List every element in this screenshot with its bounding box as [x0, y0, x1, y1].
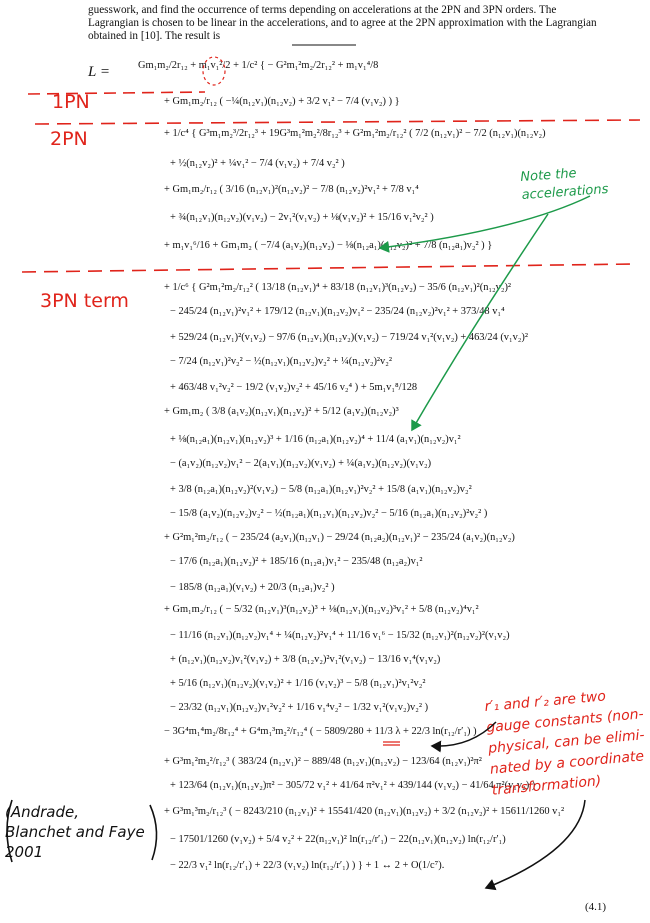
equation-line-18: + G²m₁²m₂/r₁₂ ( − 235/24 (a₂v₁)(n₁₂v₁) −…	[164, 532, 515, 543]
separator-2pn-3pn	[21, 263, 636, 273]
equation-line-24: + 5/16 (n₁₂v₁)(n₁₂v₂)(v₁v₂)² + 1/16 (v₁v…	[170, 678, 426, 689]
citation-line-3: 2001	[5, 843, 44, 861]
equation-line-13: + Gm₁m₂ ( 3/8 (a₁v₂)(n₁₂v₁)(n₁₂v₂)² + 5/…	[164, 406, 399, 417]
arrow-to-2pn-accel	[378, 195, 591, 253]
equation-line-29: + G³m₁³m₂/r₁₂³ ( − 8243/210 (n₁₂v₁)² + 1…	[164, 806, 565, 817]
equation-line-10: + 529/24 (n₁₂v₁)²(v₁v₂) − 97/6 (n₁₂v₁)(n…	[170, 332, 528, 343]
equation-line-28: + 123/64 (n₁₂v₁)(n₁₂v₂)π² − 305/72 v₁² +…	[170, 780, 536, 791]
equation-number: (4.1)	[585, 901, 607, 913]
equation-line-4: + ½(n₁₂v₂)² + ¼v₁² − 7/4 (v₁v₂) + 7/4 v₂…	[170, 158, 345, 169]
equation-line-19: − 17/6 (n₁₂a₁)(n₁₂v₂)² + 185/16 (n₁₂a₁)v…	[170, 556, 423, 567]
separator-1pn-2pn	[34, 119, 641, 125]
equation-line-7: + m₁v₁⁶/16 + Gm₁m₂ ( −7/4 (a₁v₂)(n₁₂v₂) …	[164, 240, 493, 251]
separator-1pn-top	[27, 91, 206, 95]
arrow-to-gauge-2	[484, 799, 586, 891]
label-3pn: 3PN term	[40, 290, 129, 312]
equation-line-22: − 11/16 (n₁₂v₁)(n₁₂v₂)v₁⁴ + ¼(n₁₂v₂)²v₁⁴…	[170, 630, 510, 641]
equation-line-1: Gm₁m₂/2r₁₂ + m₁v₁²/2 + 1/c² { − G²m₁²m₂/…	[138, 60, 379, 71]
arrow-to-3pn-accel	[411, 213, 549, 432]
equation-line-3: + 1/c⁴ { G³m₁m₂³/2r₁₂³ + 19G³m₁²m₂²/8r₁₂…	[164, 128, 546, 139]
equation-line-21: + Gm₁m₂/r₁₂ ( − 5/32 (n₁₂v₁)³(n₁₂v₂)³ + …	[164, 604, 479, 615]
citation-line-2: Blanchet and Faye	[5, 823, 145, 841]
equation-line-2: + Gm₁m₂/r₁₂ ( −¼(n₁₂v₁)(n₁₂v₂) + 3/2 v₁²…	[164, 96, 400, 107]
equation-line-15: − (a₁v₂)(n₁₂v₂)v₁² − 2(a₁v₁)(n₁₂v₂)(v₁v₂…	[170, 458, 432, 469]
lagrangian-symbol: L =	[88, 64, 110, 80]
intro-paragraph: guesswork, and find the occurrence of te…	[88, 4, 597, 43]
equation-line-5: + Gm₁m₂/r₁₂ ( 3/16 (n₁₂v₁)²(n₁₂v₂)² − 7/…	[164, 184, 419, 195]
equation-line-23: + (n₁₂v₁)(n₁₂v₂)v₁²(v₁v₂) + 3/8 (n₁₂v₂)²…	[170, 654, 441, 665]
equation-line-14: + ⅛(n₁₂a₁)(n₁₂v₁)(n₁₂v₂)³ + 1/16 (n₁₂a₁)…	[170, 434, 461, 445]
equation-line-26: − 3G⁴m₁⁴m₂/8r₁₂⁴ + G⁴m₁³m₂²/r₁₂⁴ ( − 580…	[164, 726, 477, 737]
label-2pn: 2PN	[50, 128, 88, 150]
citation-bracket-right	[149, 804, 158, 861]
citation-bracket-left	[6, 799, 13, 863]
equation-line-30: − 17501/1260 (v₁v₂) + 5/4 v₂² + 22(n₁₂v₁…	[170, 834, 506, 845]
lambda-emphasis	[383, 741, 400, 746]
label-1pn: 1PN	[52, 91, 90, 113]
circle-marker	[202, 56, 226, 86]
equation-line-11: − 7/24 (n₁₂v₁)²v₂² − ½(n₁₂v₁)(n₁₂v₂)v₂² …	[170, 356, 392, 367]
equation-line-8: + 1/c⁶ { G²m₁²m₂/r₁₂² ( 13/18 (n₁₂v₁)⁴ +…	[164, 282, 512, 293]
equation-line-6: + ¾(n₁₂v₁)(n₁₂v₂)(v₁v₂) − 2v₁²(v₁v₂) + ⅛…	[170, 212, 434, 223]
equation-line-12: + 463/48 v₁²v₂² − 19/2 (v₁v₂)v₂² + 45/16…	[170, 382, 418, 393]
citation-note: (Andrade, Blanchet and Faye 2001	[5, 802, 145, 862]
equation-line-27: + G³m₁²m₂²/r₁₂³ ( 383/24 (n₁₂v₁)² − 889/…	[164, 756, 482, 767]
equation-line-31: − 22/3 v₁² ln(r₁₂/r′₁) + 22/3 (v₁v₂) ln(…	[170, 860, 445, 871]
equation-line-17: − 15/8 (a₁v₂)(n₁₂v₂)v₂² − ½(n₁₂a₁)(n₁₂v₁…	[170, 508, 488, 519]
equation-line-9: − 245/24 (n₁₂v₁)²v₁² + 179/12 (n₁₂v₁)(n₁…	[170, 306, 505, 317]
equation-line-20: − 185/8 (n₁₂a₁)(v₁v₂) + 20/3 (n₁₂a₁)v₂² …	[170, 582, 335, 593]
arrow-to-gauge-1	[430, 721, 497, 753]
citation-line-1: (Andrade,	[5, 803, 80, 821]
equation-line-16: + 3/8 (n₁₂a₁)(n₁₂v₂)²(v₁v₂) − 5/8 (n₁₂a₁…	[170, 484, 472, 495]
equation-line-25: − 23/32 (n₁₂v₁)(n₁₂v₂)v₁²v₂² + 1/16 v₁⁴v…	[170, 702, 429, 713]
